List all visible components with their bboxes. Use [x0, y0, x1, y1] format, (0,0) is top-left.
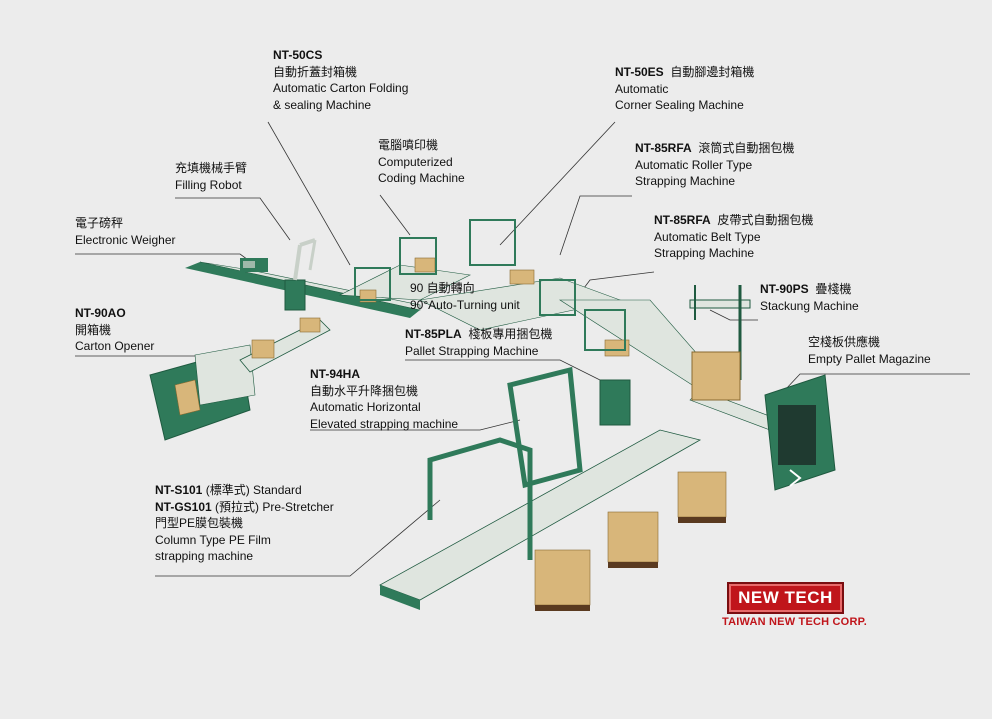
- sealer-frames: [354, 219, 626, 351]
- label-nt-85rfa-roller: NT-85RFA 滾筒式自動捆包機 Automatic Roller Type …: [635, 141, 795, 188]
- horizontal-strapper: [507, 366, 583, 489]
- label-weigher: 電子磅秤 Electronic Weigher: [75, 216, 176, 247]
- palletised-loads: [534, 471, 727, 606]
- label-nt-50es: NT-50ES 自動腳邊封箱機 Automatic Corner Sealing…: [615, 65, 755, 112]
- label-coding-machine: 電腦噴印機 Computerized Coding Machine: [378, 138, 465, 185]
- electronic-weigher: [240, 258, 268, 272]
- stacking-machine: [689, 285, 751, 401]
- leader-lines: [75, 121, 970, 577]
- empty-pallet-magazine: [764, 374, 836, 491]
- label-nt-94ha: NT-94HA 自動水平升降捆包機 Automatic Horizontal E…: [310, 367, 459, 431]
- pallet-bases: [535, 517, 726, 611]
- new-tech-logo: NEW TECH: [727, 582, 844, 614]
- lower-conveyor: [379, 429, 702, 610]
- company-name: TAIWAN NEW TECH CORP.: [722, 616, 867, 628]
- label-nt-85pla: NT-85PLA 棧板專用捆包機 Pallet Strapping Machin…: [405, 327, 553, 358]
- label-turning-unit: 90 自動轉向 90°Auto-Turning unit: [410, 281, 520, 312]
- label-nt-50cs: NT-50CS 自動折蓋封箱機 Automatic Carton Folding…: [273, 48, 409, 112]
- column-pe-wrapper: [427, 437, 533, 560]
- label-nt-85rfa-belt: NT-85RFA 皮帶式自動捆包機 Automatic Belt Type St…: [654, 213, 814, 260]
- label-nt-90ao: NT-90AO 開箱機 Carton Opener: [75, 306, 155, 353]
- label-column-pe: NT-S101 (標準式) Standard NT-GS101 (預拉式) Pr…: [155, 483, 334, 563]
- pallet-strapping-machine: [599, 379, 631, 426]
- label-empty-pallet: 空棧板供應機 Empty Pallet Magazine: [808, 335, 931, 366]
- filling-robot: [284, 238, 317, 311]
- label-nt-90ps: NT-90PS 疊棧機 Stackung Machine: [760, 282, 859, 313]
- label-filling-robot: 充填機械手臂 Filling Robot: [175, 161, 248, 192]
- carton-opener: [149, 319, 331, 441]
